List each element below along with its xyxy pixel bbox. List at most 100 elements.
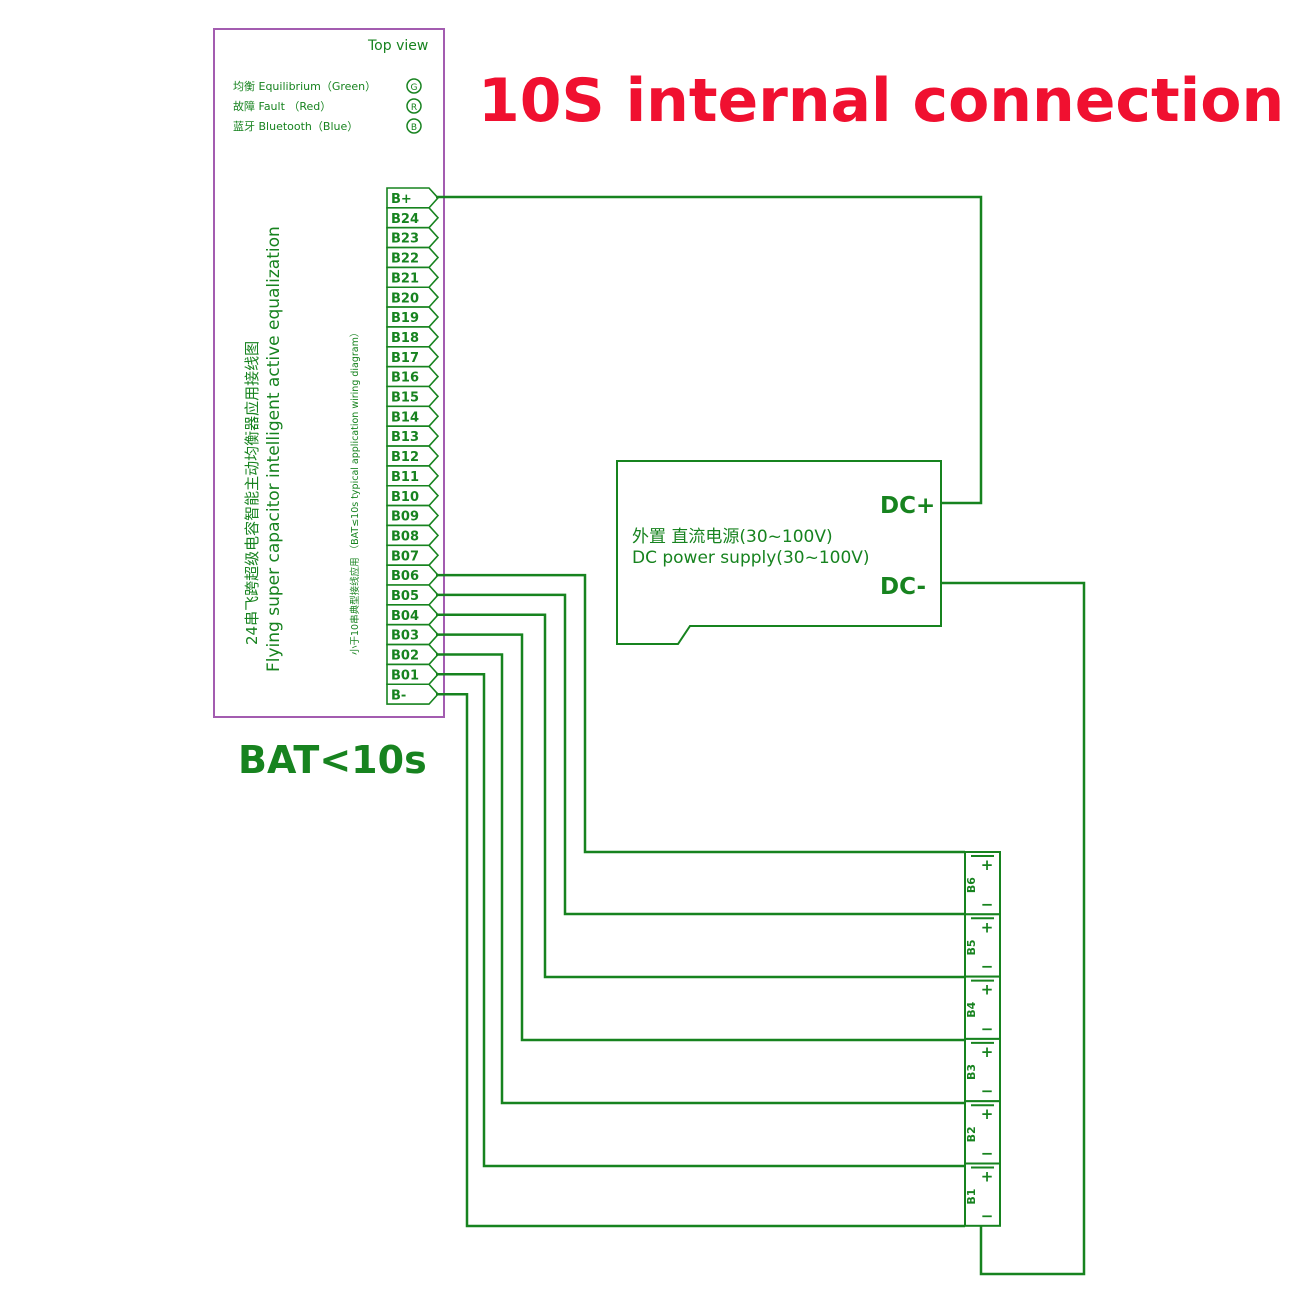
led-icon bbox=[406, 78, 422, 94]
cell-label: B4 bbox=[965, 1001, 978, 1017]
pin-bplus: B+ bbox=[386, 187, 440, 209]
pin-b14: B14 bbox=[386, 405, 440, 427]
cell-wires bbox=[436, 573, 965, 1228]
pin-shape bbox=[386, 246, 440, 269]
pin-b10: B10 bbox=[386, 484, 440, 507]
pin-b11: B11 bbox=[386, 465, 440, 487]
cell-b3: +−B3 bbox=[964, 1037, 1001, 1103]
pin-label: B06 bbox=[391, 569, 419, 584]
pin-b12: B12 bbox=[386, 445, 440, 467]
wire-b05 bbox=[436, 593, 965, 916]
cell-plus: + bbox=[981, 1105, 994, 1123]
pin-shape bbox=[386, 663, 440, 686]
cell-minus: − bbox=[981, 1082, 994, 1100]
cell-body bbox=[964, 1100, 1001, 1165]
pin-b24: B24 bbox=[386, 207, 440, 229]
pin-b04: B04 bbox=[386, 604, 440, 626]
cell-plus: + bbox=[981, 1043, 994, 1061]
cell-b1: +−B1 bbox=[964, 1162, 1001, 1227]
pin-shape bbox=[386, 584, 440, 606]
cell-minus: − bbox=[981, 1207, 994, 1225]
pin-label: B16 bbox=[391, 371, 419, 386]
indicator-fault: 故障 Fault （Red） bbox=[233, 99, 331, 113]
power-supply-box bbox=[616, 460, 942, 645]
pin-b19: B19 bbox=[386, 306, 440, 328]
pin-shape bbox=[386, 187, 440, 209]
cell-label: B5 bbox=[965, 939, 978, 955]
led-glyph: R bbox=[411, 103, 417, 113]
dc-plus-label: DC+ bbox=[880, 493, 935, 519]
pin-shape bbox=[386, 286, 440, 308]
pin-b21: B21 bbox=[386, 266, 440, 289]
pin-b18: B18 bbox=[386, 326, 440, 348]
pin-shape bbox=[386, 445, 440, 467]
pin-b20: B20 bbox=[386, 286, 440, 308]
pin-label: B12 bbox=[391, 450, 419, 465]
wire-dcminus-cells bbox=[941, 581, 1086, 1276]
pin-shape bbox=[386, 226, 440, 249]
pin-shape bbox=[386, 365, 440, 388]
cell-b2: + −B2 bbox=[964, 1100, 1001, 1165]
pin-b17: B17 bbox=[386, 346, 440, 368]
wire-b06 bbox=[436, 573, 965, 854]
cell-b6: +−B6 bbox=[964, 851, 1001, 916]
pin-label: B05 bbox=[391, 589, 419, 604]
pin-shape bbox=[386, 207, 440, 229]
board-name-en: Flying super capacitor intelligent activ… bbox=[264, 226, 284, 672]
dc-minus-label: DC- bbox=[880, 574, 926, 600]
pin-shape bbox=[386, 544, 440, 566]
wire-b01 bbox=[436, 673, 965, 1168]
pin-label: B24 bbox=[391, 212, 419, 227]
wire-b02 bbox=[436, 653, 965, 1105]
pin-shape bbox=[386, 266, 440, 289]
pin-b02: B02 bbox=[386, 643, 440, 666]
led-glyph: B bbox=[411, 123, 417, 133]
pin-label: B13 bbox=[391, 430, 419, 445]
pin-shape bbox=[386, 564, 440, 586]
pin-label: B23 bbox=[391, 232, 419, 247]
pin-shape bbox=[386, 504, 440, 527]
pin-b15: B15 bbox=[386, 385, 440, 408]
cell-body bbox=[964, 913, 1001, 978]
board-outline bbox=[213, 28, 445, 718]
wire-b03 bbox=[436, 633, 965, 1042]
pin-label: B07 bbox=[391, 549, 419, 564]
cell-label: B2 bbox=[965, 1126, 978, 1142]
pin-label: B19 bbox=[391, 311, 419, 326]
indicator-equilibrium: 均衡 Equilibrium（Green） bbox=[233, 80, 376, 93]
wire-bplus-dcplus bbox=[436, 195, 983, 505]
pin-label: B21 bbox=[391, 271, 419, 286]
pin-label: B10 bbox=[391, 490, 419, 505]
cell-b4: +−B4 bbox=[964, 975, 1001, 1040]
wire-b04 bbox=[436, 613, 965, 979]
pin-label: B03 bbox=[391, 629, 419, 644]
pin-shape bbox=[386, 326, 440, 348]
pin-label: B01 bbox=[391, 668, 419, 683]
pin-label: B02 bbox=[391, 649, 419, 664]
cell-plus: + bbox=[981, 918, 994, 936]
pin-b07: B07 bbox=[386, 544, 440, 566]
pin-shape bbox=[386, 306, 440, 328]
pin-label: B18 bbox=[391, 331, 419, 346]
pin-b09: B09 bbox=[386, 504, 440, 527]
led-icon bbox=[406, 98, 422, 114]
pin-label: B09 bbox=[391, 510, 419, 525]
pin-shape bbox=[386, 346, 440, 368]
pin-shape bbox=[386, 405, 440, 427]
indicator-legend: 均衡 Equilibrium（Green） 故障 Fault （Red） 蓝牙 … bbox=[233, 78, 422, 134]
pin-label: B- bbox=[391, 688, 406, 703]
pin-b22: B22 bbox=[386, 246, 440, 269]
pin-shape bbox=[386, 524, 440, 547]
cell-minus: − bbox=[981, 895, 994, 913]
pin-shape bbox=[386, 484, 440, 507]
psu-line-en: DC power supply(30~100V) bbox=[632, 548, 870, 568]
cell-label: B1 bbox=[965, 1189, 978, 1205]
cell-minus: − bbox=[981, 1145, 994, 1163]
led-icon bbox=[406, 118, 422, 134]
pin-b01: B01 bbox=[386, 663, 440, 686]
pin-b13: B13 bbox=[386, 425, 440, 447]
pin-b06: B06 bbox=[386, 564, 440, 586]
pin-bminus: B- bbox=[386, 683, 440, 705]
pin-header: B+ B24B23B22B21B20B19B18B17B16B15B14B13B1… bbox=[386, 187, 440, 705]
